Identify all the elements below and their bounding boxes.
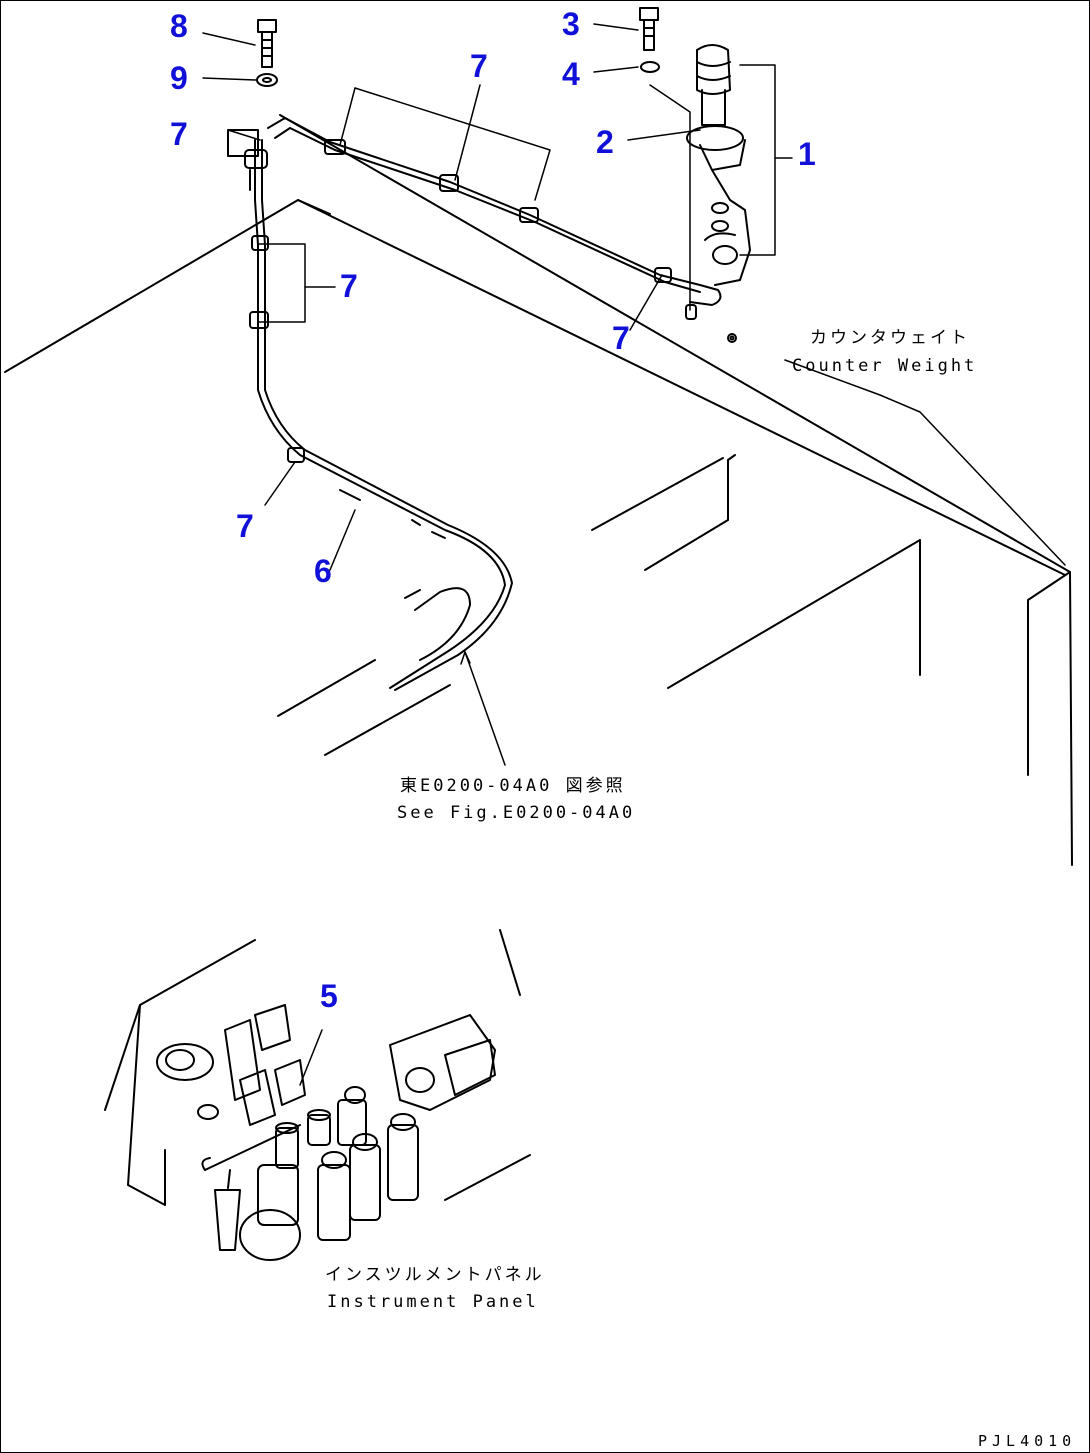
callout-3: 3 (562, 6, 580, 42)
bolt-and-washer-left (202, 19, 278, 87)
callout-8: 8 (170, 8, 188, 44)
callout-7-top-left: 7 (170, 116, 188, 152)
clip-leader-lines (227, 84, 663, 506)
rotary-lamp-assembly (627, 44, 793, 343)
counterweight-label-en: Counter Weight (792, 356, 978, 376)
machine-body-outline (4, 114, 1073, 866)
callout-7-middle: 7 (340, 268, 358, 304)
counterweight-label-jp: カウンタウェイト (810, 328, 970, 348)
callout-5: 5 (320, 978, 338, 1014)
callout-6: 6 (314, 553, 332, 589)
drawing-number: PJL4010 (978, 1432, 1077, 1450)
wiring-harness (227, 117, 722, 691)
instrument-panel (104, 929, 531, 1261)
bolt-and-washer-right (593, 7, 697, 320)
callout-9: 9 (170, 60, 188, 96)
callout-7-right: 7 (612, 320, 630, 356)
harness-reference-leader (329, 509, 506, 766)
callout-4: 4 (562, 56, 580, 92)
instrument-panel-label-en: Instrument Panel (327, 1292, 539, 1312)
instrument-panel-label-jp: インスツルメントパネル (325, 1265, 545, 1285)
see-figure-label-jp: 東E0200-04A0 図参照 (400, 776, 626, 796)
callout-7-lower: 7 (236, 508, 254, 544)
callout-7-top: 7 (470, 48, 488, 84)
see-figure-label-en: See Fig.E0200-04A0 (397, 803, 636, 823)
callout-2: 2 (596, 124, 614, 160)
callout-1: 1 (798, 136, 816, 172)
